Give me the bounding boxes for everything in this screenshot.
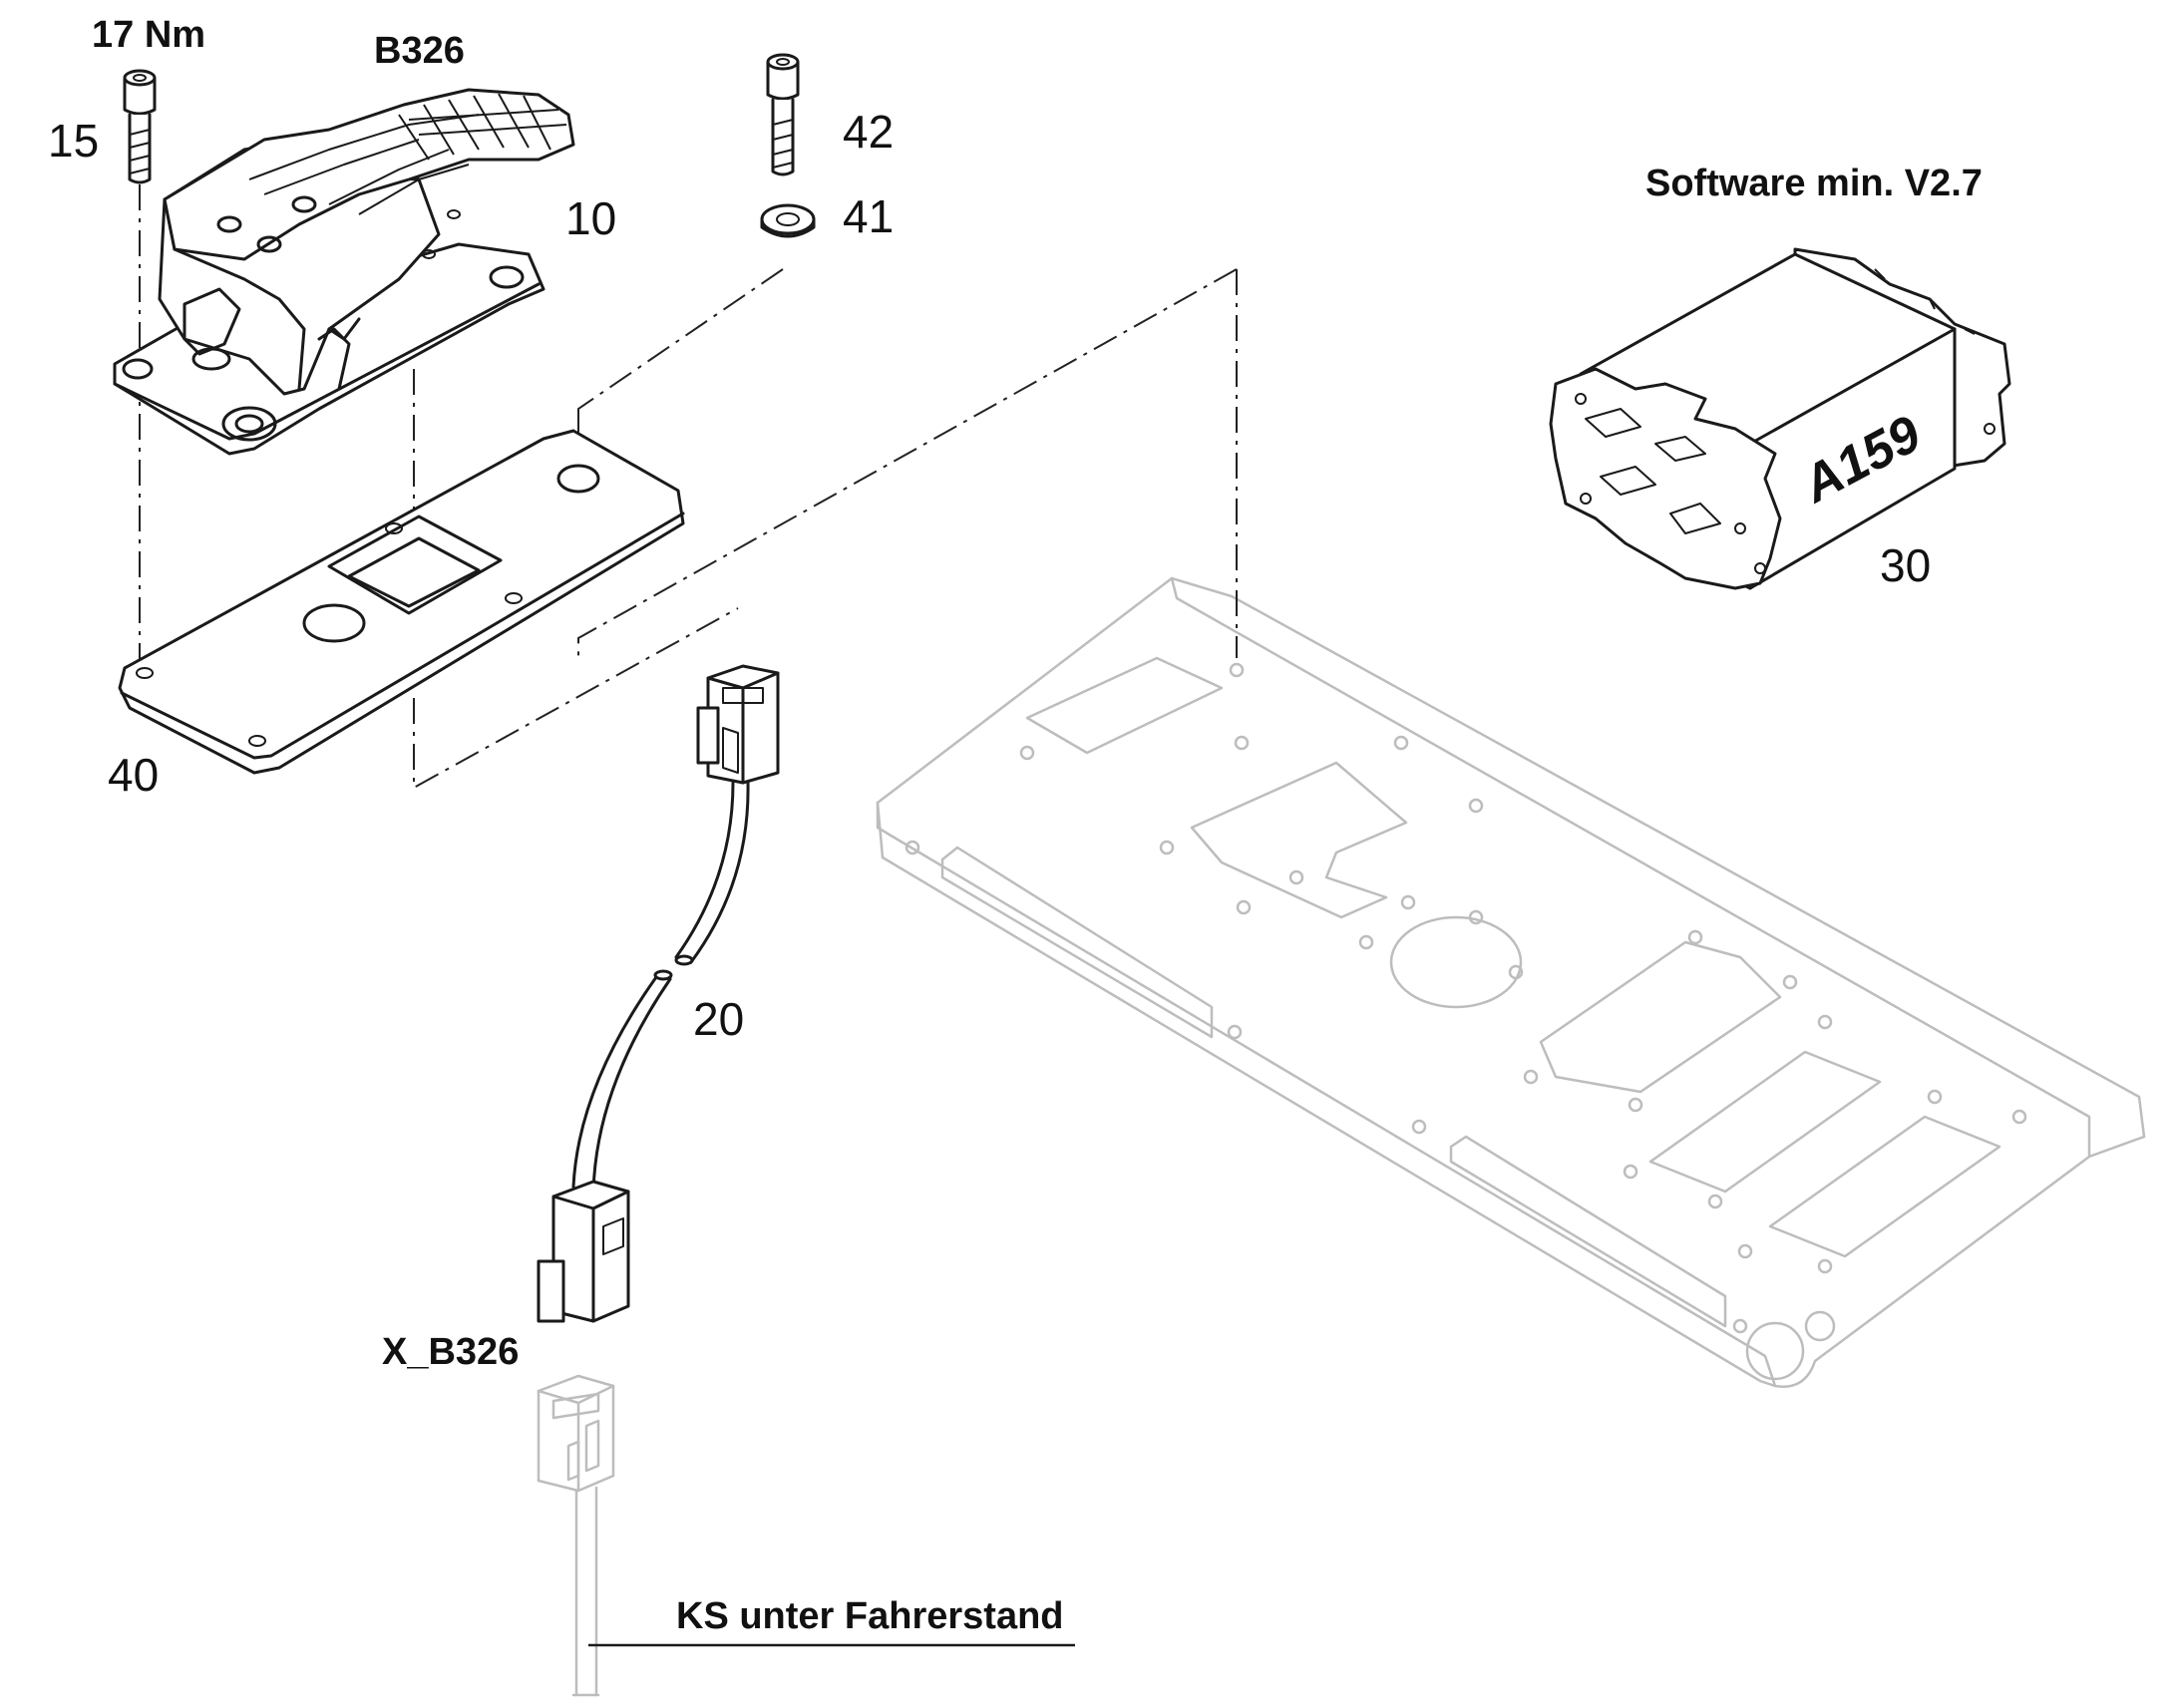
- position-10: 10: [565, 192, 616, 244]
- pedal-sensor: [113, 88, 575, 456]
- sensor-code-label: B326: [374, 30, 465, 72]
- base-plate: [118, 429, 685, 775]
- software-note-label: Software min. V2.7: [1645, 163, 1983, 204]
- frame-ghost: [876, 576, 2146, 1388]
- washer-41: [760, 203, 816, 238]
- cable-harness: [537, 664, 780, 1323]
- position-42: 42: [843, 106, 894, 158]
- connector-code-label: X_B326: [382, 1331, 519, 1373]
- screw-15: [123, 69, 157, 184]
- position-15: 15: [48, 115, 99, 167]
- harness-note-label: KS unter Fahrerstand: [676, 1595, 1064, 1637]
- torque-label: 17 Nm: [92, 14, 205, 56]
- position-20: 20: [693, 993, 744, 1045]
- position-41: 41: [843, 190, 894, 242]
- screw-42: [766, 53, 800, 176]
- assembly-lines: [139, 184, 1238, 790]
- position-30: 30: [1880, 539, 1931, 591]
- frame-ghost-holes: [905, 662, 2027, 1334]
- control-module: [1549, 247, 2011, 590]
- mating-connector-ghost: [537, 1374, 615, 1697]
- position-40: 40: [108, 749, 159, 801]
